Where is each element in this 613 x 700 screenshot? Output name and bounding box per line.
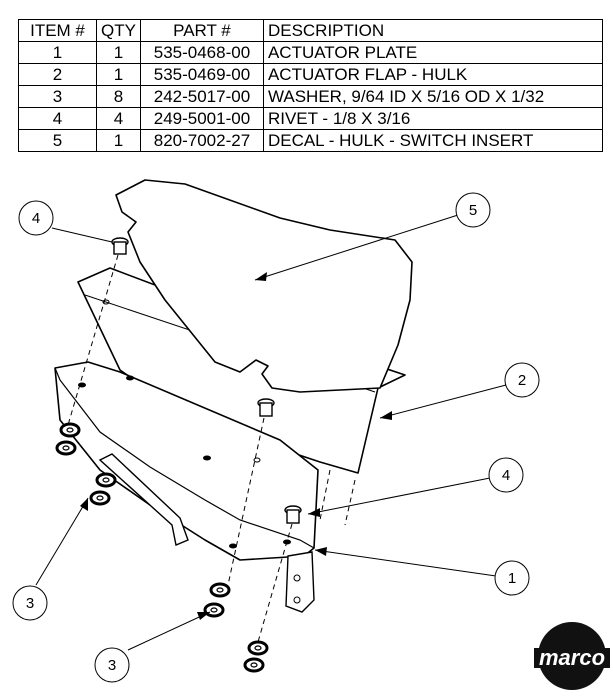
flap-hole bbox=[102, 299, 110, 305]
plate-tab-left bbox=[98, 453, 189, 546]
cell-part: 820-7002-27 bbox=[139, 129, 264, 152]
cell-description: DECAL - HULK - SWITCH INSERT bbox=[262, 129, 603, 152]
callout-number: 5 bbox=[469, 202, 477, 219]
callout-circle bbox=[488, 457, 524, 493]
cell-item: 5 bbox=[18, 129, 97, 152]
callout-circle bbox=[18, 200, 54, 236]
cell-description: RIVET - 1/8 X 3/16 bbox=[262, 107, 603, 130]
assembly-guide-lines bbox=[67, 254, 356, 643]
callout-number: 2 bbox=[518, 372, 526, 389]
callout-circle bbox=[455, 192, 491, 228]
flap-hole bbox=[253, 457, 261, 463]
plate-tab-right bbox=[285, 551, 315, 613]
header-item: ITEM # bbox=[18, 19, 97, 42]
cell-part: 535-0469-00 bbox=[139, 63, 264, 86]
tab-hole bbox=[293, 574, 301, 582]
decal-switch-insert bbox=[115, 179, 413, 393]
tab-hole bbox=[293, 596, 301, 604]
plate-front-edge bbox=[54, 367, 315, 549]
callout-circle bbox=[94, 647, 130, 683]
callout-circle bbox=[504, 362, 540, 398]
marco-logo-text: marco bbox=[539, 645, 605, 670]
callout-circle bbox=[494, 560, 530, 596]
rivet bbox=[284, 505, 302, 524]
rivet bbox=[111, 237, 129, 255]
rivet bbox=[257, 398, 275, 417]
callout-circle bbox=[12, 585, 48, 621]
leader-arrowheads bbox=[80, 272, 392, 620]
cell-part: 249-5001-00 bbox=[139, 107, 264, 130]
plate-hole bbox=[126, 375, 134, 381]
table-row: 5 1 820-7002-27 DECAL - HULK - SWITCH IN… bbox=[18, 129, 603, 152]
cell-description: ACTUATOR PLATE bbox=[262, 41, 603, 64]
washer-group bbox=[55, 422, 269, 673]
cell-description: WASHER, 9/64 ID X 5/16 OD X 1/32 bbox=[262, 85, 603, 108]
callout-number: 3 bbox=[108, 657, 116, 674]
callout-number: 1 bbox=[508, 570, 516, 587]
table-row: 3 8 242-5017-00 WASHER, 9/64 ID X 5/16 O… bbox=[18, 85, 603, 108]
marco-logo: marco bbox=[534, 622, 610, 690]
plate-hole bbox=[203, 455, 211, 461]
plate-hole bbox=[229, 543, 237, 549]
callout-number: 3 bbox=[26, 595, 34, 612]
callout-number: 4 bbox=[502, 467, 510, 484]
plate-hole bbox=[78, 382, 86, 388]
table-row: 4 4 249-5001-00 RIVET - 1/8 X 3/16 bbox=[18, 107, 603, 130]
parts-list-table: ITEM # QTY PART # DESCRIPTION 1 1 535-04… bbox=[18, 19, 603, 152]
cell-part: 242-5017-00 bbox=[139, 85, 264, 108]
table-header-row: ITEM # QTY PART # DESCRIPTION bbox=[18, 19, 603, 42]
leader-lines bbox=[35, 214, 507, 651]
callout-number: 4 bbox=[32, 210, 40, 227]
